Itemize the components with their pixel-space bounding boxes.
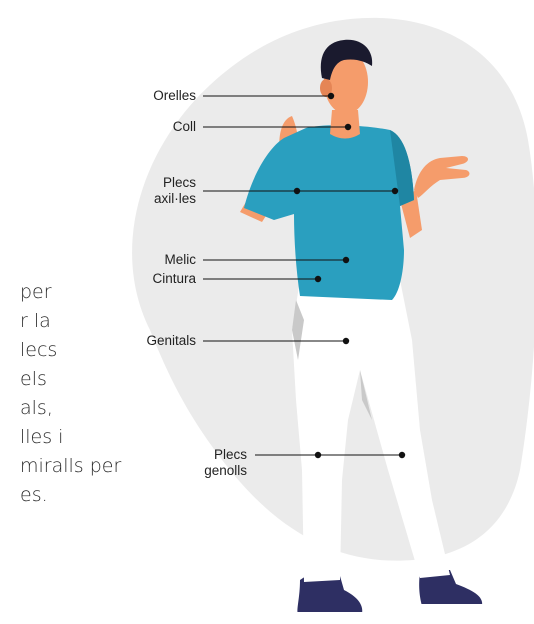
dot-cintura bbox=[315, 276, 321, 282]
dot-axil-right bbox=[392, 188, 398, 194]
label-coll: Coll bbox=[173, 119, 196, 135]
label-genitals: Genitals bbox=[146, 333, 196, 349]
dot-axil-left bbox=[294, 188, 300, 194]
label-orelles: Orelles bbox=[153, 88, 196, 104]
dot-genitals bbox=[343, 338, 349, 344]
dot-genoll-right bbox=[399, 452, 405, 458]
dot-orelles bbox=[328, 93, 334, 99]
dot-melic bbox=[343, 257, 349, 263]
dot-coll bbox=[345, 124, 351, 130]
label-cintura: Cintura bbox=[152, 271, 196, 287]
dot-genoll-left bbox=[315, 452, 321, 458]
left-shoe bbox=[297, 576, 364, 617]
label-melic: Melic bbox=[164, 252, 196, 268]
